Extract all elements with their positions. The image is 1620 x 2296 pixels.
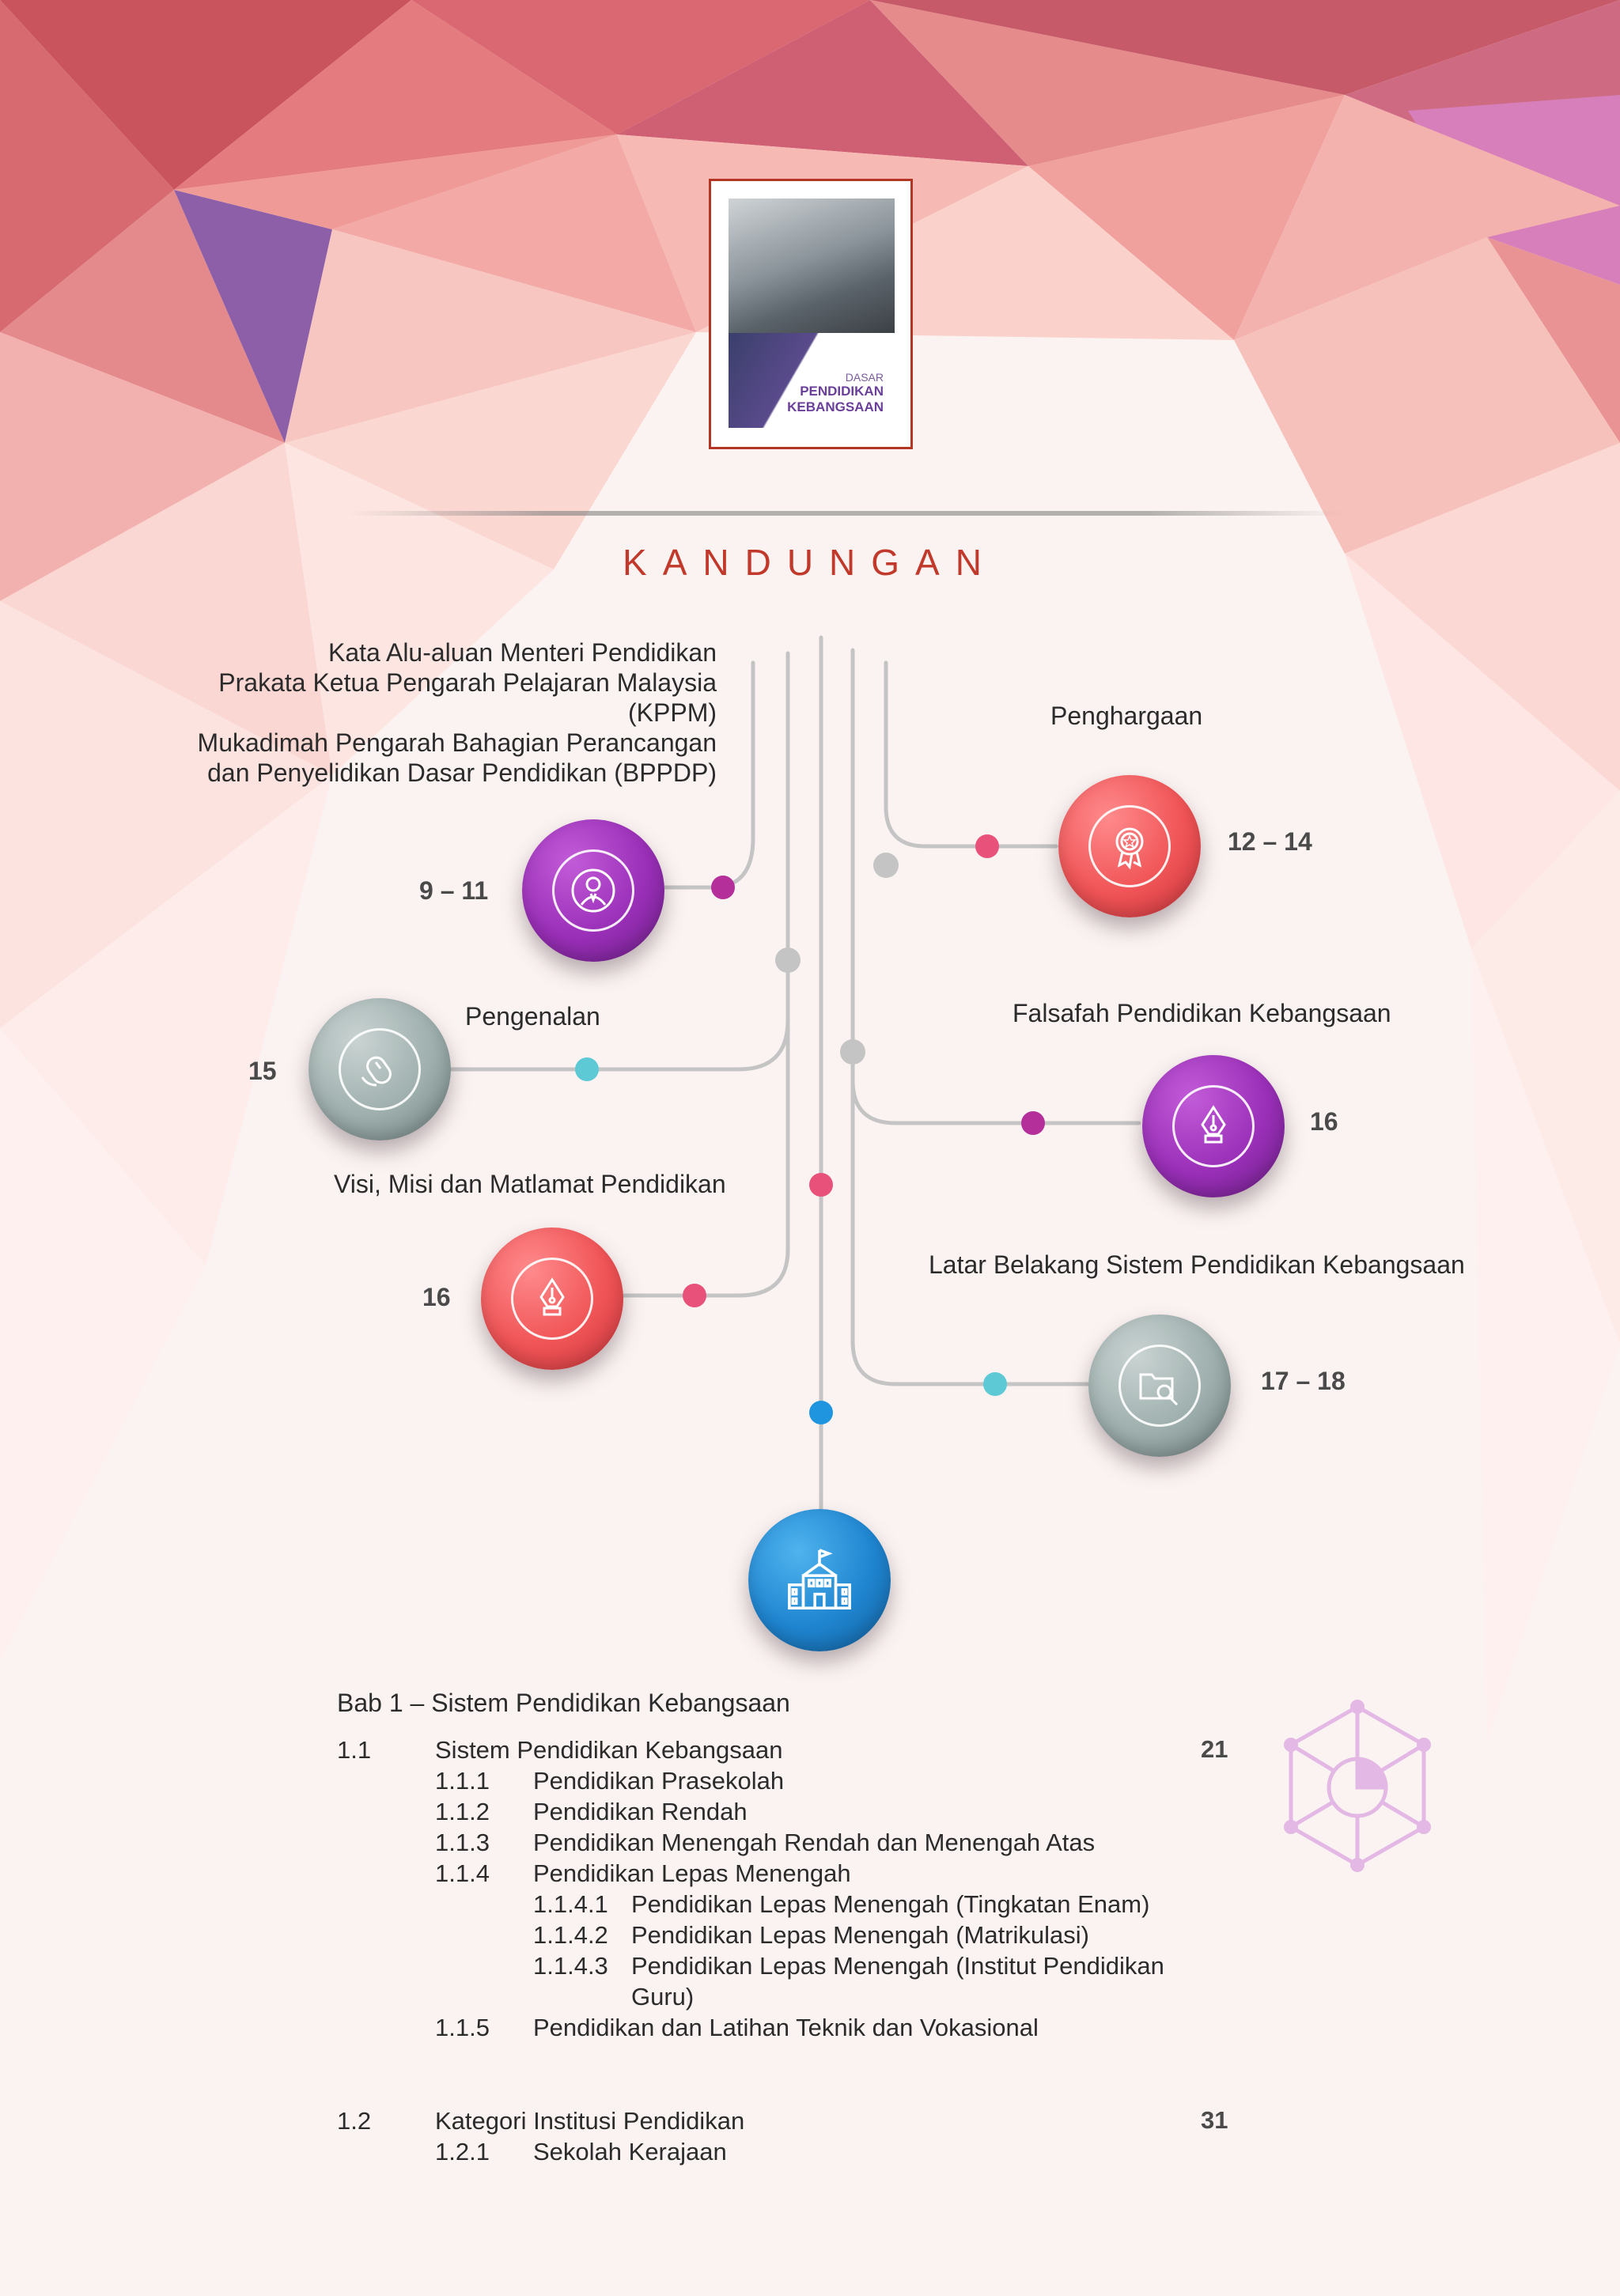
toc-1-1-4-2-title[interactable]: Pendidikan Lepas Menengah (Matrikulasi): [631, 1921, 1089, 1949]
entry-falsafah[interactable]: Falsafah Pendidikan Kebangsaan: [1012, 999, 1391, 1027]
toc-1-1-4-1-title[interactable]: Pendidikan Lepas Menengah (Tingkatan Ena…: [631, 1890, 1150, 1918]
toc-1-1-4-title[interactable]: Pendidikan Lepas Menengah: [533, 1859, 851, 1887]
toc-1-1-2-title[interactable]: Pendidikan Rendah: [533, 1798, 748, 1825]
cover-title-line2: PENDIDIKAN: [800, 384, 884, 399]
cover-title-line3: KEBANGSAAN: [787, 399, 884, 414]
school-building-icon: [788, 1549, 851, 1609]
circle-falsafah[interactable]: [1142, 1055, 1285, 1197]
toc-1-2-title[interactable]: Kategori Institusi Pendidikan: [435, 2107, 745, 2135]
title-divider: [348, 511, 1345, 516]
entry-kata-alu-aluan: Kata Alu-aluan Menteri Pendidikan: [328, 638, 717, 667]
toc-1-1-4-2-num: 1.1.4.2: [533, 1921, 608, 1949]
entry-penghargaan[interactable]: Penghargaan: [1050, 702, 1203, 730]
toc-1-1-title[interactable]: Sistem Pendidikan Kebangsaan: [435, 1736, 783, 1764]
toc-chapter[interactable]: Bab 1 – Sistem Pendidikan Kebangsaan: [337, 1689, 790, 1717]
award-ribbon-icon: [1115, 827, 1144, 870]
entry-pengenalan[interactable]: Pengenalan: [465, 1002, 600, 1031]
toc-1-1-3-title[interactable]: Pendidikan Menengah Rendah dan Menengah …: [533, 1829, 1096, 1856]
toc-1-1-3-num: 1.1.3: [435, 1829, 490, 1856]
hexagon-network-icon: [1284, 1700, 1431, 1872]
toc-1-2-1-title[interactable]: Sekolah Kerajaan: [533, 2138, 727, 2166]
circle-latar-belakang[interactable]: [1088, 1314, 1231, 1457]
circle-penghargaan[interactable]: [1058, 775, 1201, 917]
circle-intro[interactable]: [522, 819, 664, 962]
circle-bab1[interactable]: [748, 1509, 891, 1651]
entry-intro-block[interactable]: Kata Alu-aluan Menteri Pendidikan Prakat…: [142, 637, 717, 788]
page-latar-belakang: 17 – 18: [1261, 1367, 1346, 1395]
toc-1-1-1-num: 1.1.1: [435, 1767, 490, 1795]
page-pengenalan: 15: [248, 1057, 277, 1085]
toc-1-1-5-title[interactable]: Pendidikan dan Latihan Teknik dan Vokasi…: [533, 2014, 1039, 2041]
pen-nib-icon: [1201, 1105, 1226, 1144]
toc-1-1-2-num: 1.1.2: [435, 1798, 490, 1825]
entry-prakata-line2: (KPPM): [628, 698, 717, 727]
toc-1-1-4-3-title-line1[interactable]: Pendidikan Lepas Menengah (Institut Pend…: [631, 1952, 1164, 1980]
person-icon: [571, 868, 615, 913]
pen-nib-icon: [539, 1277, 565, 1316]
toc-1-1-4-1-num: 1.1.4.1: [533, 1890, 608, 1918]
page-visi: 16: [422, 1283, 451, 1311]
folder-search-icon: [1139, 1373, 1179, 1406]
cover-title-line1: DASAR: [845, 371, 884, 384]
toc-1-1-1-title[interactable]: Pendidikan Prasekolah: [533, 1767, 785, 1795]
toc-1-1-4-3-title-line2[interactable]: Guru): [631, 1983, 695, 2010]
page-falsafah: 16: [1310, 1107, 1338, 1136]
entry-mukadimah-line2: dan Penyelidikan Dasar Pendidikan (BPPDP…: [207, 758, 717, 787]
toc-1-1-5-num: 1.1.5: [435, 2014, 490, 2041]
entry-visi[interactable]: Visi, Misi dan Matlamat Pendidikan: [334, 1170, 726, 1198]
toc-1-2-page: 31: [1201, 2106, 1228, 2134]
toc-1-2-num: 1.2: [337, 2107, 372, 2135]
entry-latar-belakang[interactable]: Latar Belakang Sistem Pendidikan Kebangs…: [929, 1250, 1465, 1279]
toc-1-2-1-num: 1.2.1: [435, 2138, 490, 2166]
toc-1-1-num: 1.1: [337, 1736, 372, 1764]
circle-visi[interactable]: [481, 1227, 623, 1370]
page-penghargaan: 12 – 14: [1228, 827, 1312, 856]
entry-prakata-line1: Prakata Ketua Pengarah Pelajaran Malaysi…: [218, 668, 717, 697]
mouse-icon: [361, 1056, 392, 1087]
book-cover-thumbnail: DASAR PENDIDIKAN KEBANGSAAN: [709, 179, 913, 449]
toc-1-1-page: 21: [1201, 1735, 1228, 1763]
page-title: KANDUNGAN: [623, 542, 997, 583]
cover-photo: [729, 199, 895, 333]
toc-1-1-4-num: 1.1.4: [435, 1859, 490, 1887]
toc-1-1-4-3-num: 1.1.4.3: [533, 1952, 608, 1980]
cover-band: [729, 333, 895, 428]
page-intro: 9 – 11: [419, 876, 489, 905]
entry-mukadimah-line1: Mukadimah Pengarah Bahagian Perancangan: [197, 728, 717, 757]
circle-pengenalan[interactable]: [308, 998, 451, 1140]
